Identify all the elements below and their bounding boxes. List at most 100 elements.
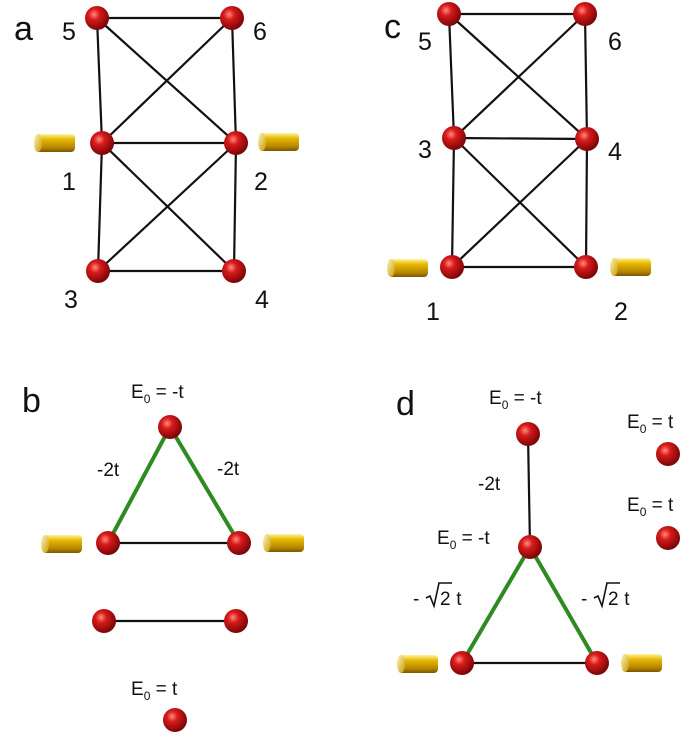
energy-symbol: E [627,495,640,516]
panel-b: b E0 = -t -2t -2t [22,382,304,732]
energy-subscript: 0 [450,538,457,552]
lead-left [397,655,438,673]
site-node [220,6,244,30]
bond [584,137,589,269]
coupling-label-vertical: -2t [478,474,501,495]
node-label: 4 [255,286,269,314]
energy-subscript: 0 [144,392,151,406]
node-label: 3 [418,136,432,164]
site-node [585,651,609,675]
node-label: 3 [64,286,78,314]
panel-a-bonds [95,16,238,273]
energy-subscript: 0 [640,505,647,519]
bond [583,12,589,141]
panel-c-letter: c [384,8,401,46]
panel-d-letter: d [396,385,415,423]
energy-label-top: E0 = -t [489,388,542,412]
lead-left [41,535,82,553]
panel-c-node-labels: 5 6 3 4 1 2 [418,28,628,326]
site-node [656,442,680,466]
bond [230,16,238,145]
node-label: 5 [418,28,432,56]
bond [95,16,104,145]
site-node [516,422,540,446]
panel-d-bonds [460,432,599,665]
lead-right [621,654,662,672]
node-label: 1 [62,168,76,196]
lead-right [258,133,299,151]
coupling-sign: - [413,589,419,610]
coupling-bond-left [460,545,532,665]
coupling-bond-right [168,425,241,545]
site-node [575,127,599,151]
site-node [518,535,542,559]
coupling-label-left: - 2 t [413,582,462,610]
node-label: 2 [254,168,268,196]
site-node [96,531,120,555]
sqrt-symbol [593,582,620,609]
coupling-radicand: 2 [608,589,619,610]
panel-a: a [14,6,299,314]
bond [450,136,456,269]
bond [452,136,589,141]
lead-right [263,534,304,552]
node-label: 6 [253,18,267,46]
node-label: 2 [614,298,628,326]
panel-d: d E0 = -t -2t E0 = - [396,385,680,675]
bond [452,12,587,140]
energy-subscript: 0 [144,689,151,703]
panel-a-leads [34,133,299,152]
node-label: 1 [426,298,440,326]
energy-value: = -t [508,388,542,409]
panel-d-nodes [450,422,680,675]
site-node [158,415,182,439]
panel-a-nodes [85,6,248,283]
energy-label-right-2: E0 = t [627,495,674,519]
energy-value: = -t [456,528,490,549]
energy-value: = -t [150,382,184,403]
site-node [450,651,474,675]
bond [447,12,456,140]
energy-label-bottom: E0 = t [131,679,178,703]
energy-value: = t [646,412,674,433]
site-node [437,2,461,26]
node-label: 4 [608,138,622,166]
panel-b-leads [41,534,304,553]
site-node [224,609,248,633]
lead-left [387,259,428,277]
coupling-unit: t [619,589,630,610]
coupling-bond-right [528,545,599,665]
site-node [163,708,187,732]
coupling-bond-left [106,425,172,545]
energy-symbol: E [627,412,640,433]
sqrt-symbol [425,582,452,609]
site-node [85,6,109,30]
bond [96,141,104,273]
site-node [440,255,464,279]
site-node [92,609,116,633]
energy-value: = t [646,495,674,516]
bond [100,16,234,145]
lead-left [34,134,75,152]
panel-c-nodes [437,2,599,279]
coupling-unit: t [451,589,462,610]
panel-b-letter: b [22,382,41,420]
energy-label-top: E0 = -t [131,382,184,406]
coupling-label-right: -2t [217,459,240,480]
site-node [86,259,110,283]
energy-symbol: E [131,382,144,403]
site-node [442,126,466,150]
panel-c: c [384,2,651,326]
site-node [656,526,680,550]
site-node [574,255,598,279]
node-label: 6 [608,28,622,56]
energy-symbol: E [489,388,502,409]
energy-value: = t [150,679,178,700]
site-node [227,531,251,555]
coupling-label-right: - 2 t [581,582,630,610]
bond [526,432,532,549]
site-node [224,131,248,155]
energy-subscript: 0 [502,398,509,412]
panel-b-nodes [92,415,251,732]
